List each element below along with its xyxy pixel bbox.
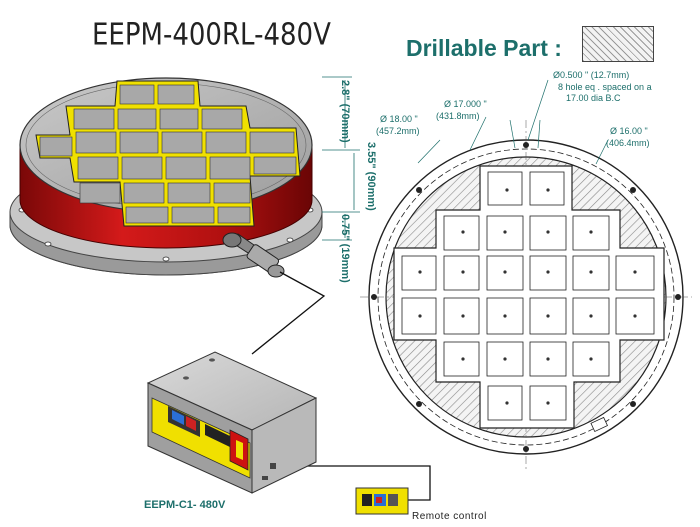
leader-lines: [417, 79, 609, 165]
remote-label: Remote control: [412, 511, 487, 522]
dim-mid-line2: (431.8mm): [436, 111, 480, 121]
product-title: EEPM-400RL-480V: [92, 18, 331, 53]
cables: [251, 271, 431, 501]
dim-outer-line1: Ø 18.00 ": [380, 114, 418, 124]
drillable-label: Drillable Part :: [406, 35, 562, 61]
height-dimensions: [322, 76, 360, 241]
drillable-hatch-swatch: [582, 26, 654, 62]
dim-hole-line1: Ø0.500 " (12.7mm): [553, 70, 629, 80]
controller-label: EEPM-C1- 480V: [144, 499, 226, 511]
chuck-3d: [9, 77, 323, 278]
connector-plug: [222, 232, 285, 278]
dim-inner-line1: Ø 16.00 ": [610, 126, 648, 136]
dim-height-total: 3.55" (90mm): [365, 142, 377, 211]
dim-mid-line1: Ø 17.000 ": [444, 99, 487, 109]
dim-height-base: 0.75" (19mm): [339, 214, 351, 283]
controller-box: [146, 351, 318, 494]
bolt-holes: [371, 142, 681, 452]
dim-height-top: 2.8" (70mm): [339, 80, 351, 143]
dim-outer-line2: (457.2mm): [376, 126, 420, 136]
dim-hole-line3: 17.00 dia B.C: [566, 93, 621, 103]
pole-cells-top: [401, 171, 655, 421]
pole-cells-3d: [39, 84, 297, 224]
dim-hole-line2: 8 hole eq . spaced on a: [558, 82, 652, 92]
remote-control: [355, 487, 409, 515]
dim-inner-line2: (406.4mm): [606, 138, 650, 148]
chuck-top-view: [360, 120, 692, 472]
